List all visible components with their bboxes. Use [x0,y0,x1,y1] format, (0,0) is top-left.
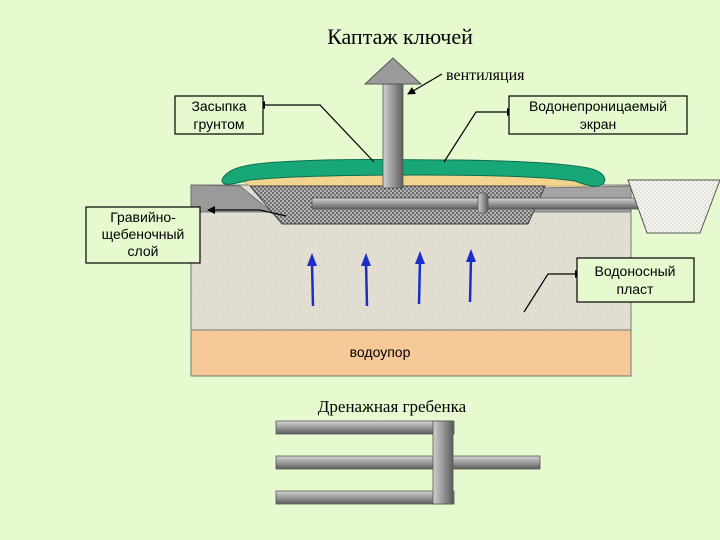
receiving-basin [627,179,720,234]
aquifer-leader [523,270,583,313]
gravel-leader [207,206,287,217]
aquifer-label-line2: пласт [617,281,655,297]
drainage-comb [275,420,541,505]
drain-comb-label: Дренажная гребенка [318,397,467,416]
aquitard-layer [190,329,632,377]
pipe-coupling [477,192,489,214]
ventilation-label: вентиляция [446,67,525,84]
screen-leader [443,108,515,163]
screen-label-line2: экран [580,116,617,132]
water-arrow [415,251,425,305]
screen-label-box [508,95,688,135]
water-arrow [307,253,317,307]
backfill-label-line2: грунтом [193,116,244,132]
backfill-leader [257,101,375,163]
gravel-label-line1: Гравийно- [110,209,176,225]
ventilation-leader [407,73,443,95]
gravel-label-line2: щебеночный [102,226,185,242]
water-arrow [361,253,371,307]
aquifer-label-box [576,257,695,303]
screen-label-line1: Водонепроницаемый [529,98,667,114]
ventilation-cap [363,57,423,85]
gravel-label-line3: слой [128,243,159,259]
ventilation-pipe [382,81,404,189]
waterproof-screen [221,159,606,187]
gravel-label-box [85,206,201,264]
water-flow-arrows [307,249,476,307]
backfill-label-box [174,95,264,135]
aquifer-label-line1: Водоносный [595,263,676,279]
aquitard-label: водоупор [350,344,411,360]
diagram-title: Каптаж ключей [327,24,473,49]
water-arrow [466,249,476,303]
backfill-label-line1: Засыпка [191,98,246,114]
